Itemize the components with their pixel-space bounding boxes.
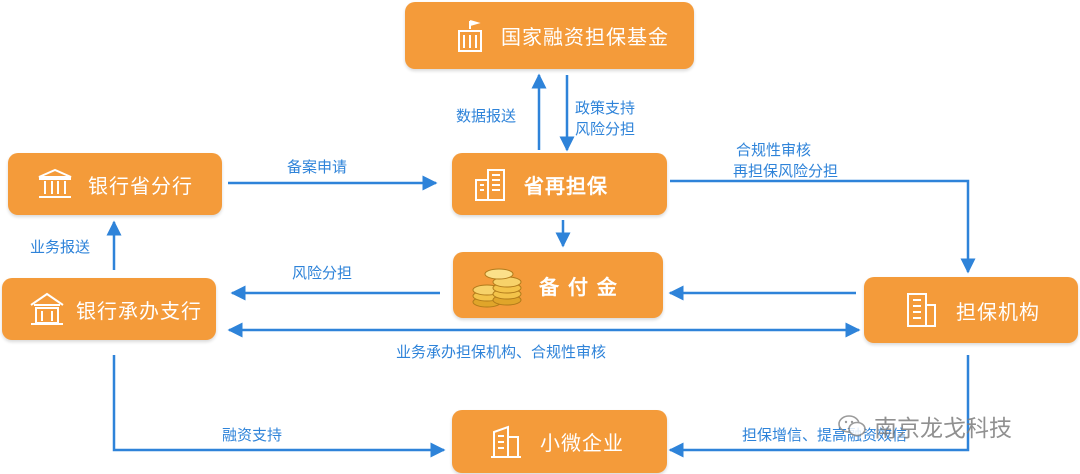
node-reserve-fund: 备 付 金 — [453, 252, 663, 318]
node-label: 小微企业 — [540, 431, 624, 455]
office-tower-icon — [904, 291, 938, 329]
arrow-credit-enhance — [668, 355, 970, 458]
node-label: 银行省分行 — [88, 173, 193, 198]
edge-label-policy-support: 政策支持 — [575, 99, 636, 117]
node-provincial-reguarantee: 省再担保 — [452, 153, 667, 215]
edge-label-reguarantee-risk: 再担保风险分担 — [733, 162, 839, 180]
node-national-fund: 国家融资担保基金 — [405, 2, 694, 69]
node-label: 备 付 金 — [539, 274, 618, 299]
edge-label-business-report: 业务报送 — [30, 238, 91, 256]
node-small-micro: 小微企业 — [452, 410, 667, 473]
edge-label-filing-apply: 备案申请 — [287, 158, 348, 176]
watermark-text: 南京龙戈科技 — [874, 416, 1012, 442]
node-label: 国家融资担保基金 — [501, 25, 669, 49]
gold-coins-icon — [469, 260, 525, 310]
edge-label-data-report: 数据报送 — [456, 107, 517, 125]
node-label: 省再担保 — [524, 173, 608, 198]
edge-label-risk-share-2: 风险分担 — [292, 264, 353, 282]
edge-label-compliance-review: 合规性审核 — [736, 141, 812, 159]
office-building-icon — [472, 166, 508, 202]
bank-branch-icon — [28, 291, 66, 327]
edge-label-credit-enhance: 担保增信、提高融资效信 — [742, 426, 908, 444]
government-building-icon — [453, 19, 487, 53]
wechat-icon — [838, 414, 866, 438]
watermark: 南京龙戈科技 — [838, 409, 1012, 443]
node-label: 银行承办支行 — [76, 298, 202, 323]
edge-label-financing-support: 融资支持 — [222, 426, 283, 444]
edge-label-business-undertake: 业务承办担保机构、合规性审核 — [396, 343, 607, 361]
bank-icon — [36, 167, 74, 201]
arrow-compliance — [670, 179, 976, 274]
node-bank-province: 银行省分行 — [8, 153, 222, 215]
node-bank-branch: 银行承办支行 — [2, 278, 216, 340]
node-guarantee-agency: 担保机构 — [864, 277, 1078, 343]
arrow-financing — [112, 355, 446, 458]
small-building-icon — [488, 424, 524, 460]
edge-label-risk-share: 风险分担 — [575, 120, 636, 138]
node-label: 担保机构 — [956, 299, 1040, 324]
